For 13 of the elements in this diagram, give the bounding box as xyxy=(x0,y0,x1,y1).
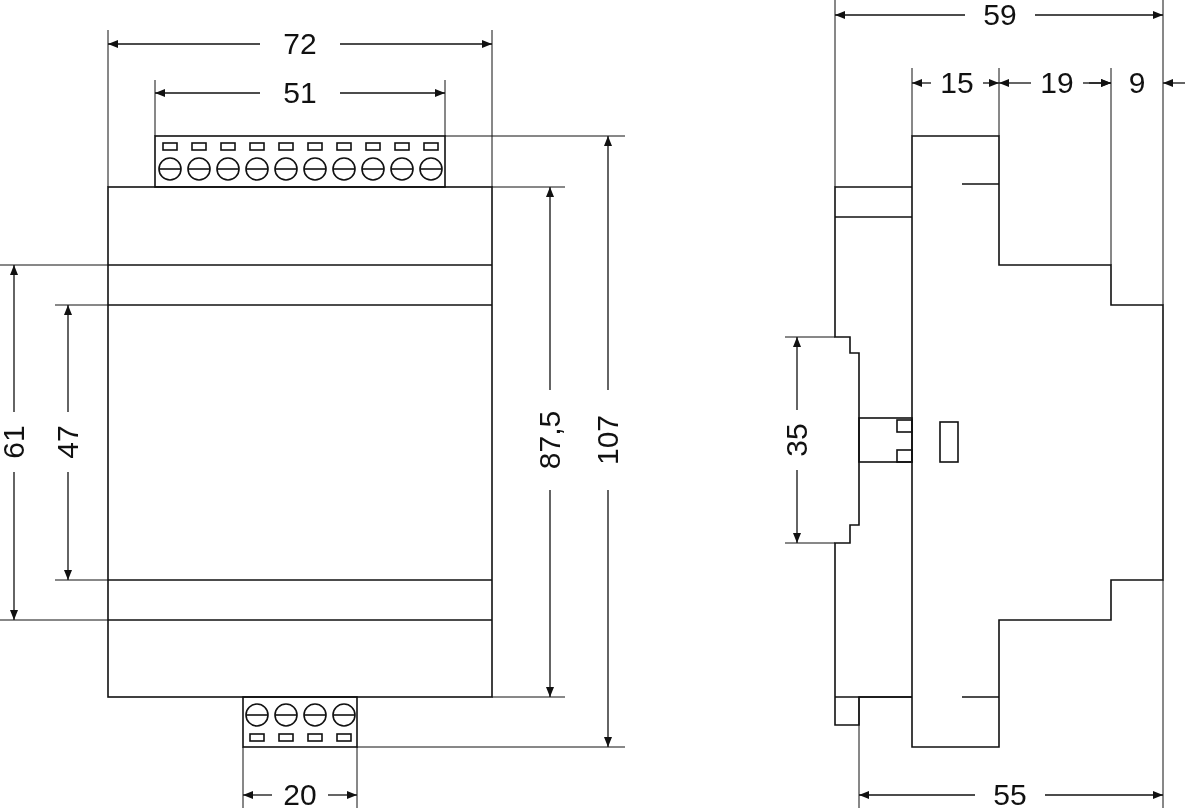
dimension-value: 15 xyxy=(939,68,975,98)
dimension-value: 35 xyxy=(782,422,812,459)
dimension-value: 51 xyxy=(282,78,318,108)
dimension-value: 59 xyxy=(982,0,1018,30)
dimension-value: 47 xyxy=(53,424,83,461)
dimension-value: 19 xyxy=(1039,68,1075,98)
dimension-value: 61 xyxy=(0,424,29,461)
dimension-value: 87,5 xyxy=(535,409,565,472)
dimension-value: 55 xyxy=(992,780,1028,810)
dimension-value: 9 xyxy=(1127,68,1147,98)
dimension-value: 107 xyxy=(593,413,623,468)
dimension-value: 72 xyxy=(282,29,318,59)
dimension-value: 20 xyxy=(282,780,318,810)
